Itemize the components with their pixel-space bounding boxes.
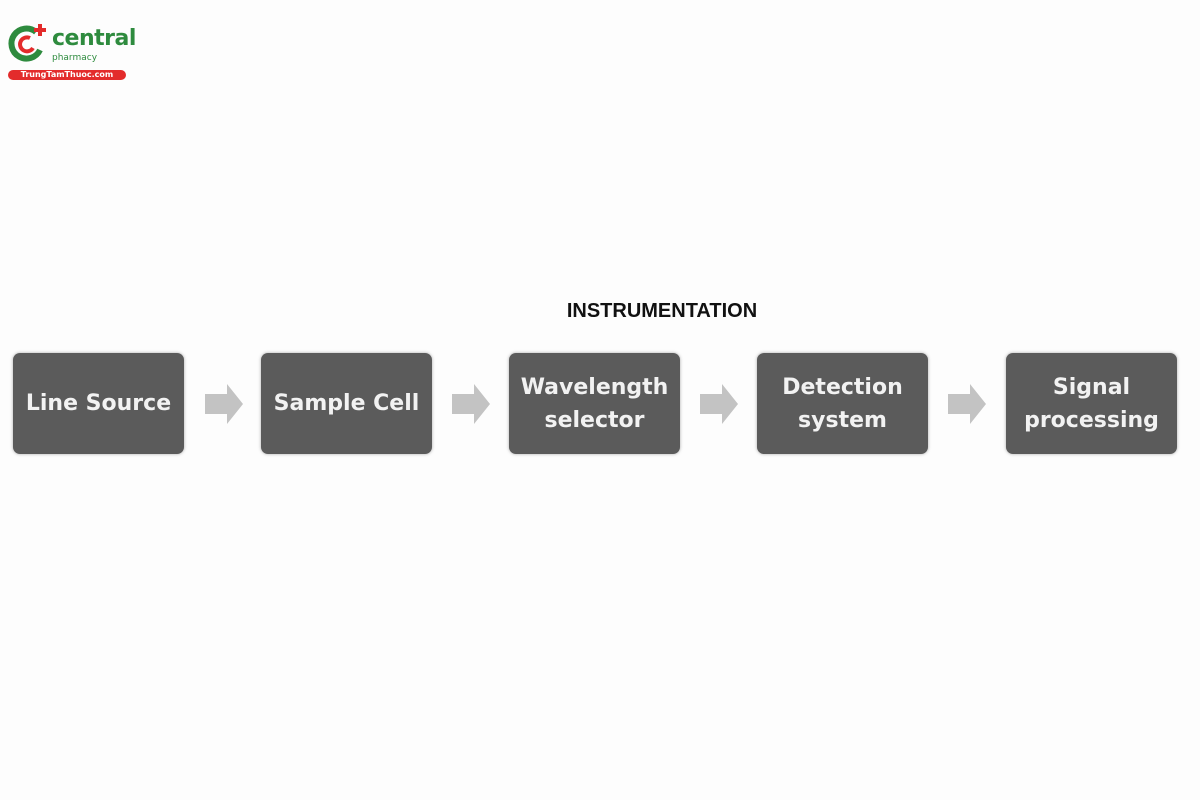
step-wavelength-selector: Wavelength selector [509,353,680,454]
arrow-right-icon [948,384,986,424]
arrow-right-icon [205,384,243,424]
logo-site: TrungTamThuoc.com [8,70,126,80]
step-line-source: Line Source [13,353,184,454]
arrow-right-icon [452,384,490,424]
step-detection-system: Detection system [757,353,928,454]
logo-mark-icon [8,24,46,62]
central-pharmacy-logo: central pharmacy TrungTamThuoc.com [6,22,136,82]
arrow-right-icon [700,384,738,424]
step-sample-cell: Sample Cell [261,353,432,454]
logo-name: central [52,26,136,51]
logo-subtitle: pharmacy [52,53,98,63]
step-signal-processing: Signal processing [1006,353,1177,454]
diagram-title: INSTRUMENTATION [566,300,758,322]
